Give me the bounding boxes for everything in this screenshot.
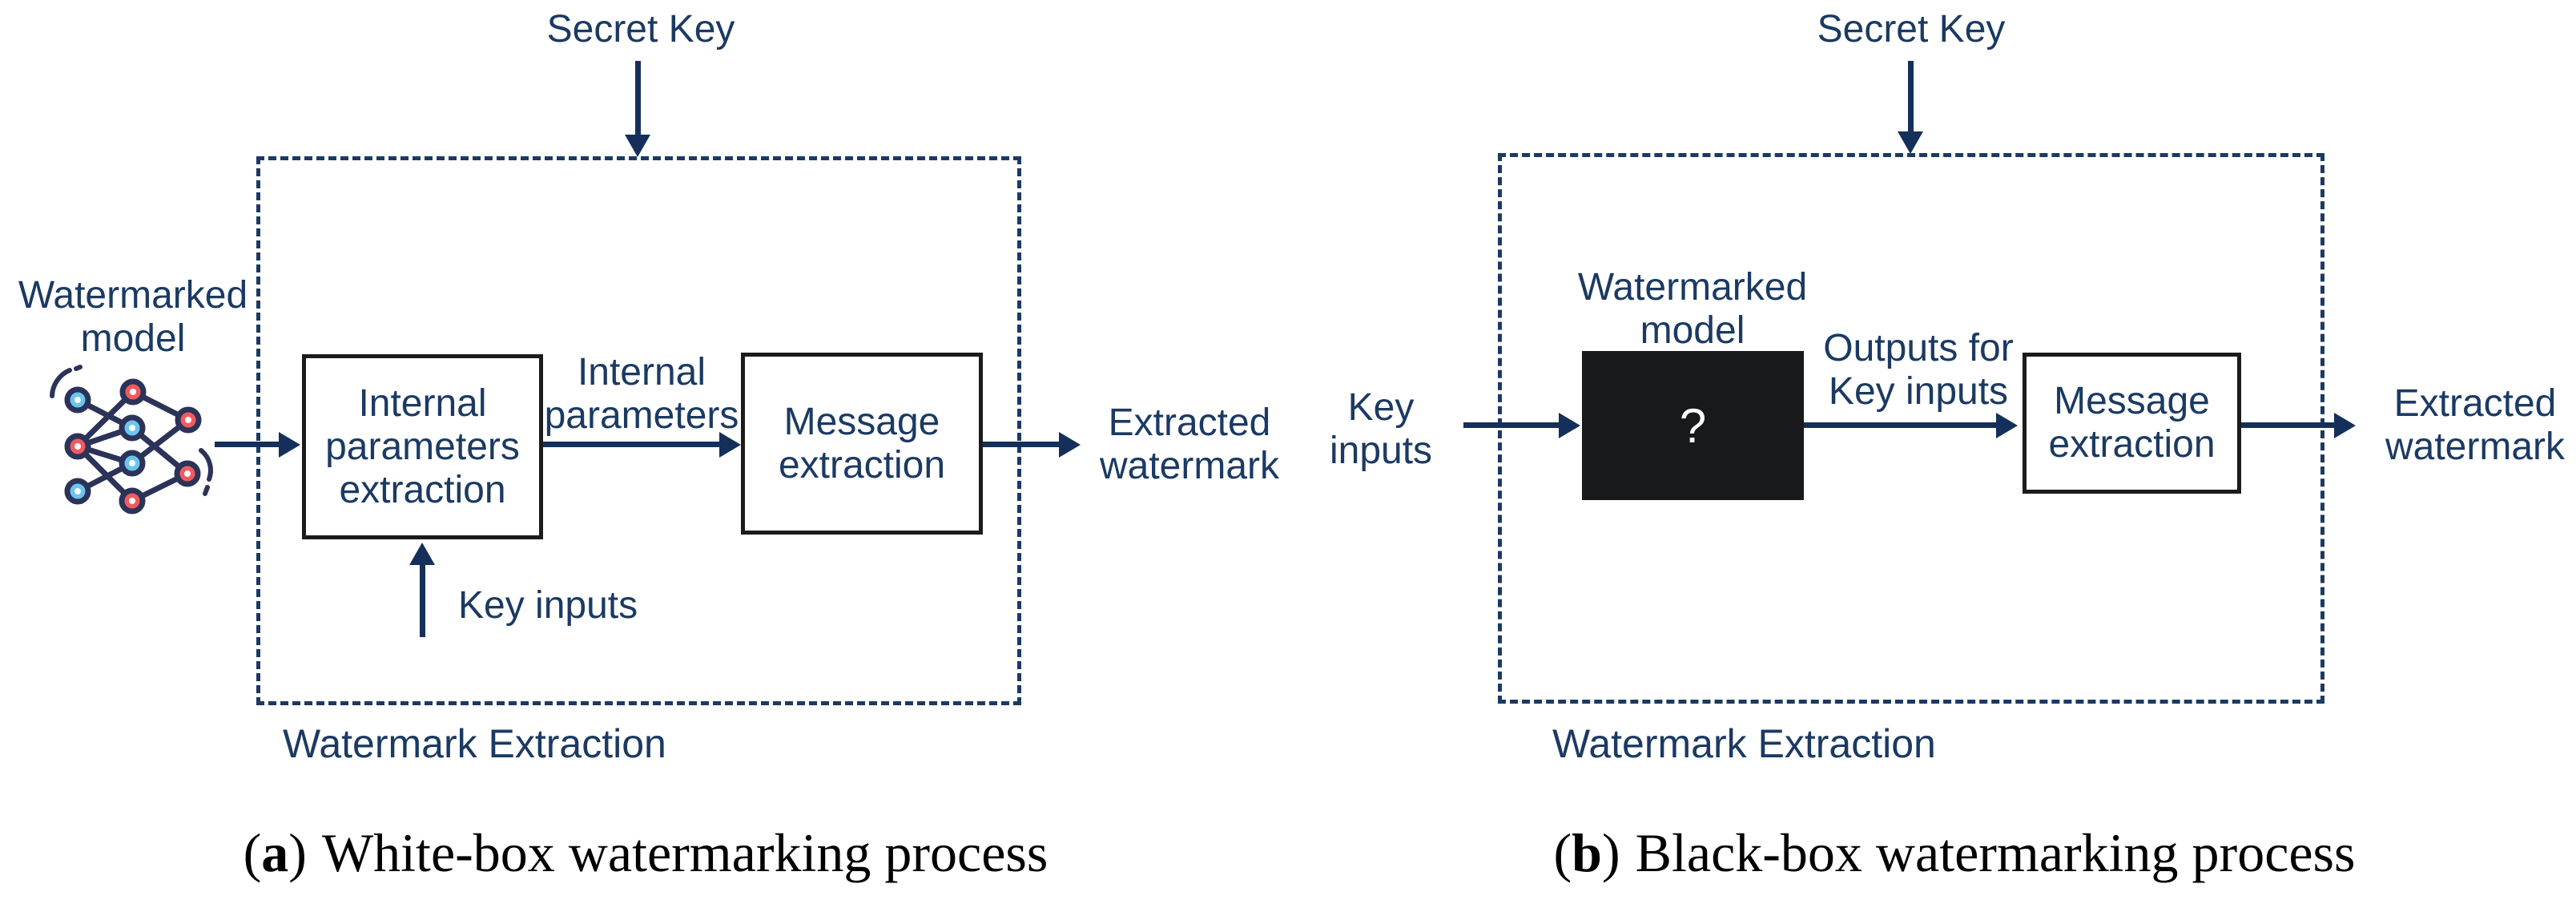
caption-a-open: (	[243, 822, 262, 883]
watermarked-model-b-line1: Watermarked	[1577, 266, 1808, 309]
box1-line3: extraction	[339, 468, 506, 511]
caption-b-text: Black-box watermarking process	[1635, 822, 2356, 883]
outputs-label-line2: Key inputs	[1828, 370, 2009, 413]
watermark-extraction-container-b	[1498, 153, 2324, 704]
key-inputs-label-b: Key inputs	[1301, 386, 1461, 473]
key-inputs-line1: Key	[1347, 386, 1415, 429]
caption-b-marker: b	[1572, 822, 1602, 883]
watermark-extraction-container-a	[256, 156, 1021, 705]
question-mark: ?	[1679, 398, 1707, 453]
caption-a-marker: a	[261, 822, 289, 883]
caption-a-text: White-box watermarking process	[321, 822, 1049, 883]
neural-network-icon	[50, 365, 213, 515]
key-inputs-label-a: Key inputs	[458, 584, 638, 627]
watermarked-model-label-b: Watermarked model	[1572, 266, 1813, 353]
extracted-b-line2: watermark	[2385, 426, 2566, 468]
key-inputs-line2: inputs	[1329, 430, 1433, 472]
caption-b-open: (	[1553, 822, 1572, 883]
watermarked-model-line1: Watermarked	[18, 274, 248, 317]
secret-key-label-b: Secret Key	[1817, 8, 2006, 50]
caption-a-close: )	[288, 822, 307, 883]
watermark-extraction-label-b: Watermark Extraction	[1552, 721, 1936, 766]
internal-parameters-extraction-box: Internal parameters extraction	[302, 354, 543, 539]
watermarked-model-b-line2: model	[1640, 309, 1745, 352]
outputs-flow-label: Outputs for Key inputs	[1810, 327, 2027, 414]
caption-b-close: )	[1601, 822, 1620, 883]
watermarked-model-label-a: Watermarked model	[14, 274, 252, 361]
flow-label-line1: Internal	[577, 351, 706, 393]
caption-a: (a)White-box watermarking process	[165, 822, 1126, 883]
watermarked-model-line2: model	[80, 317, 186, 360]
box1-line2: parameters	[325, 425, 520, 468]
secret-key-label-a: Secret Key	[546, 8, 735, 50]
extracted-line1: Extracted	[1108, 402, 1271, 444]
message-extraction-box-a: Message extraction	[741, 353, 983, 535]
message-extraction-box-b: Message extraction	[2023, 353, 2241, 494]
outputs-label-line1: Outputs for	[1823, 327, 2014, 369]
extracted-b-line1: Extracted	[2393, 382, 2557, 425]
extracted-watermark-label-a: Extracted watermark	[1089, 402, 1290, 488]
box2-line1: Message	[783, 400, 940, 443]
black-box-model: ?	[1582, 351, 1804, 500]
watermark-extraction-label-a: Watermark Extraction	[283, 721, 666, 766]
box-b-line2: extraction	[2048, 423, 2216, 466]
box2-line2: extraction	[778, 443, 946, 486]
internal-parameters-flow-label: Internal parameters	[537, 351, 746, 438]
caption-b: (b)Black-box watermarking process	[1474, 822, 2435, 883]
extracted-watermark-label-b: Extracted watermark	[2375, 382, 2575, 469]
flow-label-line2: parameters	[544, 394, 739, 437]
box-b-line1: Message	[2054, 380, 2210, 422]
extracted-line2: watermark	[1099, 445, 1280, 487]
box1-line1: Internal	[358, 381, 487, 425]
